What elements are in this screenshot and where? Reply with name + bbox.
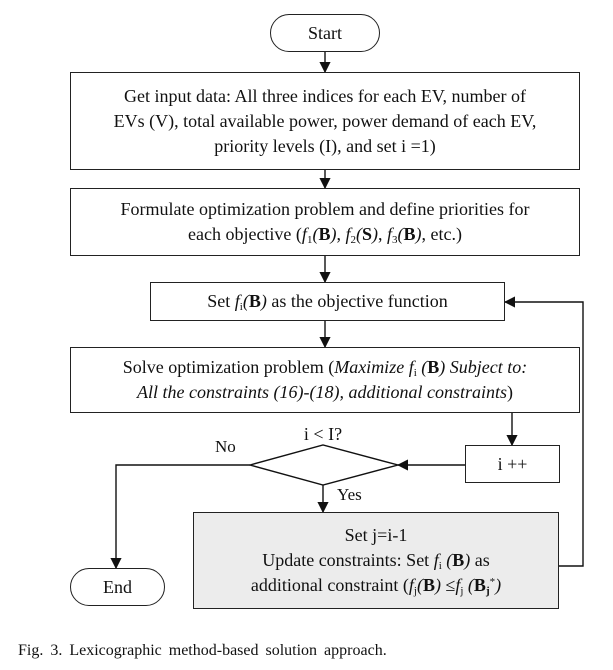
solve-step: Solve optimization problem (Maximize fi … [70, 347, 580, 413]
input-data-line-1: Get input data: All three indices for ea… [123, 85, 527, 106]
increment-step: i ++ [465, 445, 560, 483]
update-constraints-step: Set j=i-1 Update constraints: Set fi (B)… [193, 512, 559, 609]
start-terminal: Start [270, 14, 380, 52]
input-data-step: Get input data: All three indices for ea… [70, 72, 580, 170]
decision-text: i < I? [303, 424, 343, 444]
formulate-line-2: each objective (f1(B), f2(S), f3(B), etc… [187, 224, 462, 246]
set-objective-text: Set fi(B) as the objective function [207, 291, 448, 313]
decision-diamond [247, 444, 401, 486]
no-label: No [215, 437, 236, 456]
update-line-1: Set j=i-1 [344, 525, 408, 545]
update-line-3: additional constraint (fj(B) ≤fj (Bj*) [250, 575, 502, 597]
end-terminal: End [70, 568, 165, 606]
increment-text: i ++ [497, 453, 528, 474]
input-data-line-2: EVs (V), total available power, power de… [113, 110, 537, 131]
arrow-decision-no-to-end [110, 464, 250, 570]
formulate-line-1: Formulate optimization problem and defin… [120, 199, 530, 219]
solve-line-2: All the constraints (16)-(18), additiona… [137, 382, 513, 402]
input-data-line-3: priority levels (I), and set i =1) [214, 135, 436, 156]
figure-caption: Fig. 3. Lexicographic method-based solut… [18, 642, 387, 659]
yes-label: Yes [337, 485, 362, 504]
update-line-2: Update constraints: Set fi (B) as [262, 550, 490, 572]
start-text: Start [308, 22, 342, 43]
arrow-update-loop-back [503, 296, 584, 567]
end-text: End [103, 576, 132, 597]
formulate-step: Formulate optimization problem and defin… [70, 188, 580, 256]
set-objective-step: Set fi(B) as the objective function [150, 282, 505, 321]
solve-line-1: Solve optimization problem (Maximize fi … [122, 357, 528, 379]
